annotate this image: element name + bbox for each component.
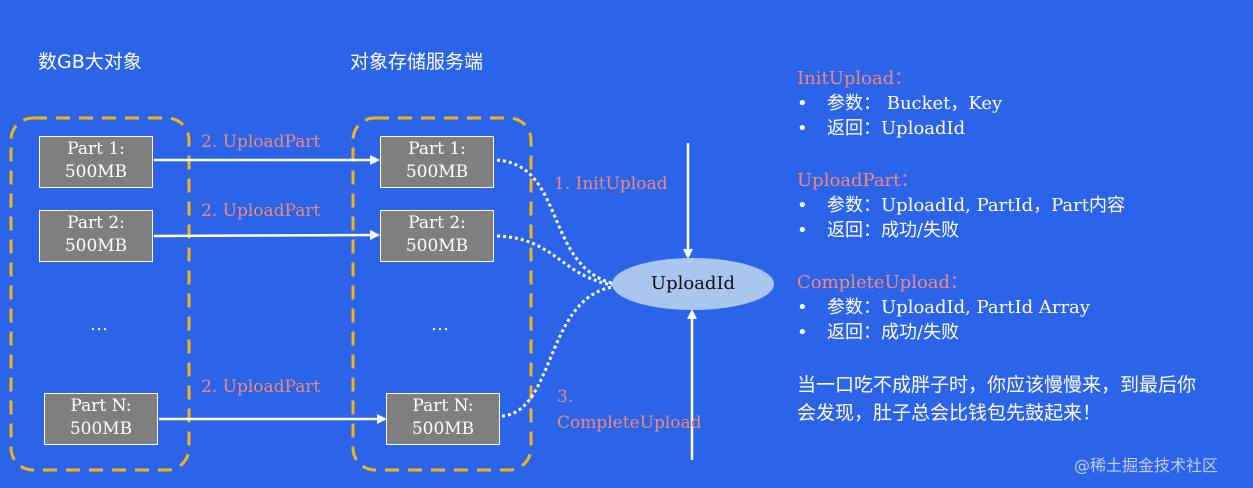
client-ellipsis: …: [90, 314, 108, 335]
server-part-n: Part N: 500MB: [386, 393, 500, 445]
complete-upload-number: 3.: [557, 387, 574, 407]
client-part-1-size: 500MB: [64, 162, 128, 182]
server-part-2-size: 500MB: [405, 236, 469, 256]
init-upload-title: InitUpload：: [797, 68, 913, 89]
client-heading: 数GB大对象: [38, 51, 142, 73]
dotted-link-part-n: [501, 285, 613, 418]
client-part-2-size: 500MB: [64, 236, 128, 256]
server-part-1-name: Part 1:: [408, 139, 466, 159]
complete-upload-section: CompleteUpload： • 参数：UploadId, PartId Arr…: [797, 270, 1125, 345]
server-part-2-name: Part 2:: [408, 213, 466, 233]
init-upload-return: • 返回：UploadId: [797, 116, 1125, 141]
dotted-link-part-1: [496, 158, 613, 285]
motto: 当一口吃不成胖子时，你应该慢慢来，到最后你 会发现，肚子总会比钱包先鼓起来！: [797, 371, 1196, 427]
client-part-n-name: Part N:: [70, 396, 132, 416]
complete-upload-label: CompleteUpload: [557, 413, 702, 433]
complete-upload-param: • 参数：UploadId, PartId Array: [797, 295, 1125, 320]
server-part-n-size: 500MB: [411, 419, 475, 439]
client-part-2-name: Part 2:: [67, 213, 125, 233]
bullet-icon: •: [797, 322, 808, 343]
server-ellipsis: …: [431, 314, 449, 335]
server-part-2: Part 2: 500MB: [380, 210, 494, 262]
init-upload-return-text: 返回：UploadId: [827, 118, 966, 139]
server-heading: 对象存储服务端: [350, 51, 484, 73]
complete-upload-return: • 返回：成功/失败: [797, 320, 1125, 345]
server-group-border: [351, 116, 533, 472]
dotted-link-part-2: [496, 234, 613, 287]
client-part-1-name: Part 1:: [67, 139, 125, 159]
complete-upload-param-text: 参数：UploadId, PartId Array: [827, 297, 1090, 318]
motto-line-2: 会发现，肚子总会比钱包先鼓起来！: [797, 402, 1102, 424]
api-docs-panel: InitUpload： • 参数： Bucket，Key • 返回：UploadId…: [797, 66, 1125, 345]
init-upload-param: • 参数： Bucket，Key: [797, 91, 1125, 116]
server-part-n-name: Part N:: [412, 396, 474, 416]
upload-part-label-2: 2. UploadPart: [201, 201, 321, 221]
motto-line-1: 当一口吃不成胖子时，你应该慢慢来，到最后你: [797, 374, 1197, 396]
bullet-icon: •: [797, 220, 808, 241]
watermark: @稀土掘金技术社区: [1074, 456, 1219, 475]
upload-part-label-1: 2. UploadPart: [201, 132, 321, 152]
client-part-n-size: 500MB: [69, 419, 133, 439]
upload-id-label: UploadId: [650, 273, 736, 294]
upload-id-ellipse: [612, 258, 774, 310]
bullet-icon: •: [797, 93, 808, 114]
upload-part-return-text: 返回：成功/失败: [827, 220, 960, 241]
complete-upload-title: CompleteUpload：: [797, 272, 969, 293]
init-upload-label: 1. InitUpload: [554, 174, 668, 194]
bullet-icon: •: [797, 118, 808, 139]
server-part-1-size: 500MB: [405, 162, 469, 182]
client-part-2: Part 2: 500MB: [39, 210, 153, 262]
upload-part-param: • 参数：UploadId, PartId，Part内容: [797, 193, 1125, 218]
complete-upload-return-text: 返回：成功/失败: [827, 322, 960, 343]
upload-part-arrow-2: [153, 230, 380, 241]
server-part-1: Part 1: 500MB: [380, 136, 494, 188]
upload-part-param-text: 参数：UploadId, PartId，Part内容: [827, 195, 1125, 216]
upload-part-label-n: 2. UploadPart: [201, 377, 321, 397]
upload-part-return: • 返回：成功/失败: [797, 218, 1125, 243]
upload-part-section: UploadPart： •参数：UploadId, PartId，Part内容 …: [797, 168, 1125, 243]
client-group-border: [9, 116, 191, 472]
bullet-icon: •: [797, 297, 808, 318]
init-upload-param-text: 参数： Bucket，Key: [827, 93, 1003, 114]
client-part-1: Part 1: 500MB: [39, 136, 153, 188]
init-upload-section: InitUpload： • 参数： Bucket，Key • 返回：UploadId: [797, 66, 1125, 141]
client-part-n: Part N: 500MB: [44, 393, 158, 445]
upload-part-title: UploadPart：: [797, 170, 919, 191]
bullet-icon: •: [797, 195, 808, 216]
